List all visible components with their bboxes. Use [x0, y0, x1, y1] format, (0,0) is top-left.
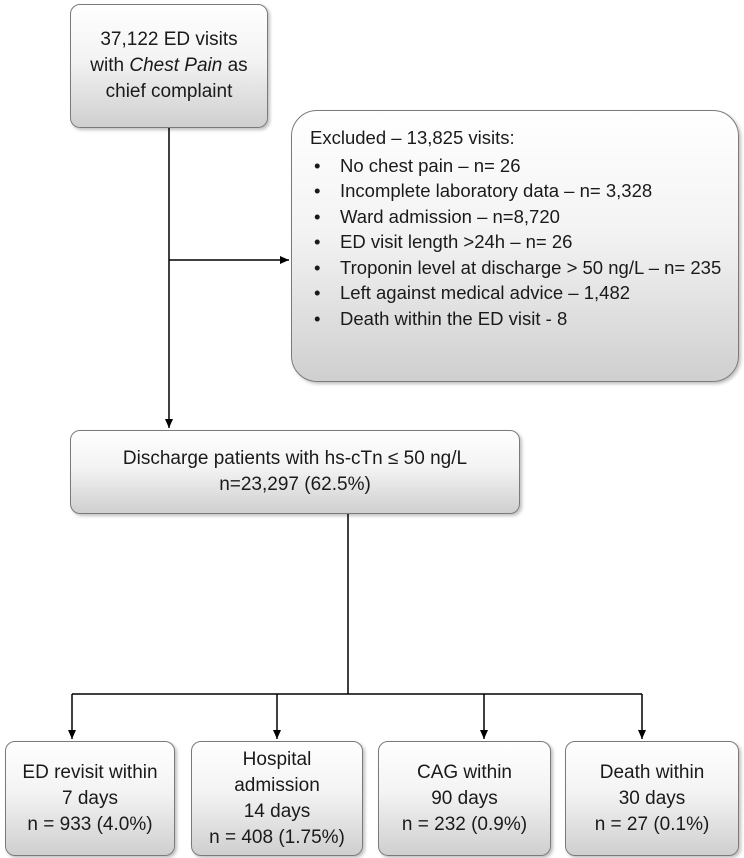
- excluded-item: •ED visit length >24h – n= 26: [310, 229, 721, 255]
- excluded-item: •Death within the ED visit - 8: [310, 306, 721, 332]
- start-line-3: chief complaint: [105, 81, 233, 102]
- outcome-line: 7 days: [62, 787, 118, 809]
- bullet-icon: •: [314, 180, 321, 201]
- bullet-icon: •: [314, 307, 321, 329]
- bullet-icon: •: [314, 205, 321, 227]
- discharge-line-1: Discharge patients with hs-cTn ≤ 50 ng/L: [122, 448, 468, 469]
- outcome-count: n = 232 (0.9%): [401, 813, 528, 835]
- start-line-1: 37,122 ED visits: [100, 29, 238, 50]
- bullet-icon: •: [314, 256, 321, 278]
- start-box: 37,122 ED visits with Chest Pain as chie…: [70, 4, 268, 128]
- excluded-item: •Incomplete laboratory data – n= 3,328: [310, 178, 721, 204]
- outcome-line: CAG within: [416, 761, 512, 783]
- discharge-box: Discharge patients with hs-cTn ≤ 50 ng/L…: [70, 430, 520, 514]
- outcome-count: n = 933 (4.0%): [27, 813, 153, 835]
- outcome-box-ed-revisit: ED revisit within 7 days n = 933 (4.0%): [5, 741, 175, 856]
- outcome-count: n = 27 (0.1%): [594, 813, 710, 835]
- bullet-icon: •: [314, 154, 321, 176]
- bullet-icon: •: [314, 282, 321, 303]
- outcome-line: 90 days: [431, 787, 498, 809]
- outcome-line: 14 days: [243, 800, 311, 822]
- outcome-box-death: Death within 30 days n = 27 (0.1%): [565, 741, 739, 856]
- outcome-box-hospital-admission: Hospital admission 14 days n = 408 (1.75…: [191, 741, 363, 856]
- bullet-icon: •: [314, 231, 321, 252]
- outcome-count: n = 408 (1.75%): [209, 826, 345, 848]
- outcome-box-cag: CAG within 90 days n = 232 (0.9%): [378, 741, 551, 856]
- outcome-line: 30 days: [618, 787, 686, 809]
- outcome-line: admission: [234, 774, 320, 796]
- excluded-item: •No chest pain – n= 26: [310, 153, 721, 179]
- excluded-list: •No chest pain – n= 26 •Incomplete labor…: [310, 153, 721, 332]
- excluded-box: Excluded – 13,825 visits: •No chest pain…: [291, 110, 739, 382]
- chest-pain-emphasis: Chest Pain: [129, 55, 223, 76]
- outcome-line: Hospital: [242, 748, 312, 770]
- outcome-line: ED revisit within: [22, 761, 158, 783]
- outcome-line: Death within: [599, 761, 705, 783]
- excluded-item: •Ward admission – n=8,720: [310, 204, 721, 230]
- discharge-line-2: n=23,297 (62.5%): [219, 474, 371, 495]
- excluded-item: •Left against medical advice – 1,482: [310, 280, 721, 306]
- excluded-item: •Troponin level at discharge > 50 ng/L –…: [310, 255, 721, 281]
- start-line-2: with Chest Pain as: [90, 55, 248, 76]
- excluded-title: Excluded – 13,825 visits:: [310, 127, 515, 148]
